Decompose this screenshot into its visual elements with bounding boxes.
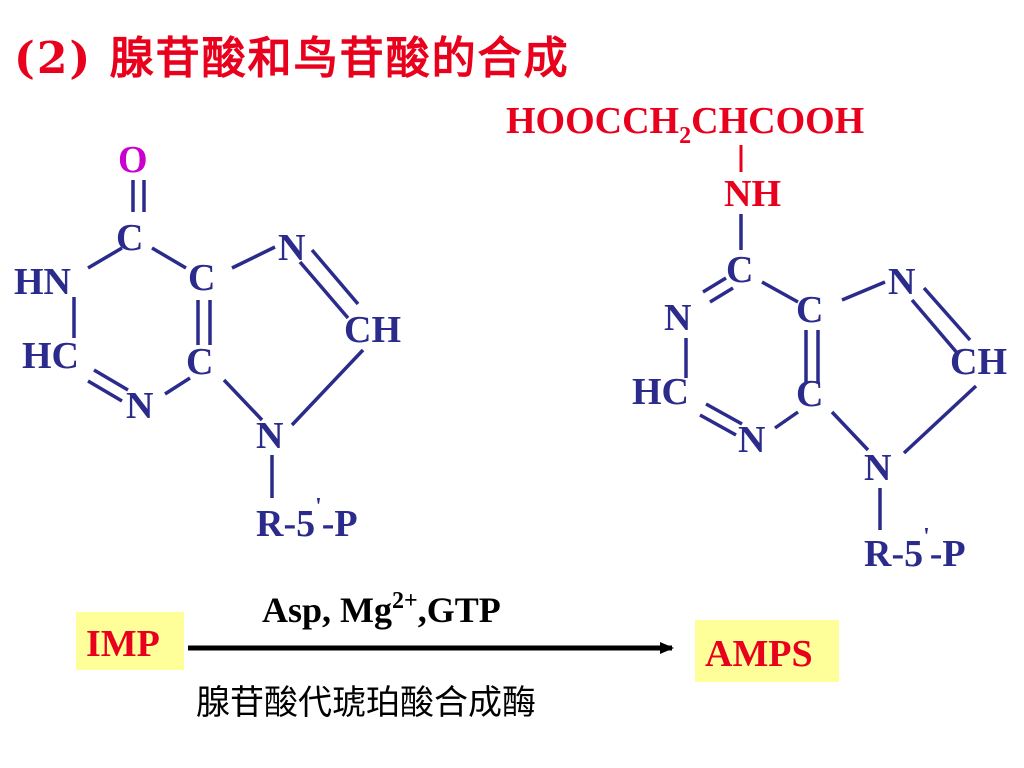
imp-atom-n9: N [256, 415, 283, 457]
imp-atom-o: O [118, 139, 148, 181]
amps-atom-c6: C [726, 249, 753, 291]
amps-bond-hc-n3-b [699, 413, 737, 437]
amps-atom-n7: N [888, 261, 915, 303]
imp-bond-ch-n9 [290, 348, 365, 427]
imp-bond-n7-ch-a [298, 260, 350, 320]
amps-bond-c5-n7 [841, 280, 886, 302]
amps-bond-hc-n3-a [705, 402, 743, 426]
amps-bond-ch-n9 [902, 384, 978, 455]
imp-atom-hn: HN [14, 261, 71, 303]
amps-atom-hc: HC [632, 371, 689, 413]
amps-bond-c6-c5 [761, 280, 799, 304]
amps-atom-n9: N [864, 447, 891, 489]
imp-atom-hc: HC [22, 335, 79, 377]
enzyme-label: 腺苷酸代琥珀酸合成酶 [196, 683, 536, 723]
imp-bond-n7-ch-b [310, 248, 360, 306]
imp-bond-c2-c5 [151, 246, 187, 270]
amps-atom-c4: C [796, 373, 823, 415]
imp-bond-c5-n7 [231, 245, 276, 270]
imp-atom-c4: C [186, 341, 213, 383]
amps-bond-n7-ch-b [922, 286, 972, 342]
imp-box [76, 612, 184, 670]
reactant-label: IMP [86, 623, 160, 665]
reaction-conditions: Asp, Mg2+,GTP [262, 588, 501, 630]
amps-structure: HOOCCH2CHCOOH NH C N C N CH HC C N N R-5… [506, 100, 1007, 575]
amps-atom-ch: CH [950, 341, 1007, 383]
imp-structure: O C HN C N CH HC C N N R-5'-P [14, 139, 401, 545]
imp-bond-c2-hn [87, 246, 123, 270]
imp-bond-hc-n3-b [87, 379, 123, 403]
imp-atom-n7: N [278, 227, 305, 269]
imp-atom-n3: N [126, 385, 153, 427]
amps-bond-n7-ch-a [910, 298, 960, 356]
amps-substituent: R-5'-P [864, 524, 966, 575]
amps-side-chain: HOOCCH2CHCOOH [506, 100, 864, 149]
imp-atom-ch: CH [344, 309, 401, 351]
imp-atom-c2: C [116, 217, 143, 259]
amps-atom-c5: C [796, 289, 823, 331]
imp-atom-c5: C [188, 257, 215, 299]
imp-substituent: R-5'-P [256, 494, 358, 545]
imp-bond-c4-n9 [222, 378, 264, 422]
reaction: IMP Asp, Mg2+,GTP AMPS 腺苷酸代琥珀酸合成酶 [76, 588, 839, 723]
amps-box [695, 620, 839, 682]
product-label: AMPS [705, 633, 813, 675]
amps-bond-n3-c4 [774, 410, 799, 430]
amps-atom-n1: N [664, 297, 691, 339]
amps-bond-c4-n9 [830, 410, 870, 452]
slide-title: (2) 腺苷酸和鸟苷酸的合成 [14, 33, 570, 84]
amps-bond-c6-n1-b [709, 286, 734, 304]
amps-atom-n3: N [738, 419, 765, 461]
amps-atom-nh: NH [724, 173, 781, 215]
imp-bond-hc-n3-a [93, 368, 129, 392]
imp-bond-n3-c4 [164, 376, 191, 396]
amps-bond-c6-n1-a [702, 276, 727, 294]
